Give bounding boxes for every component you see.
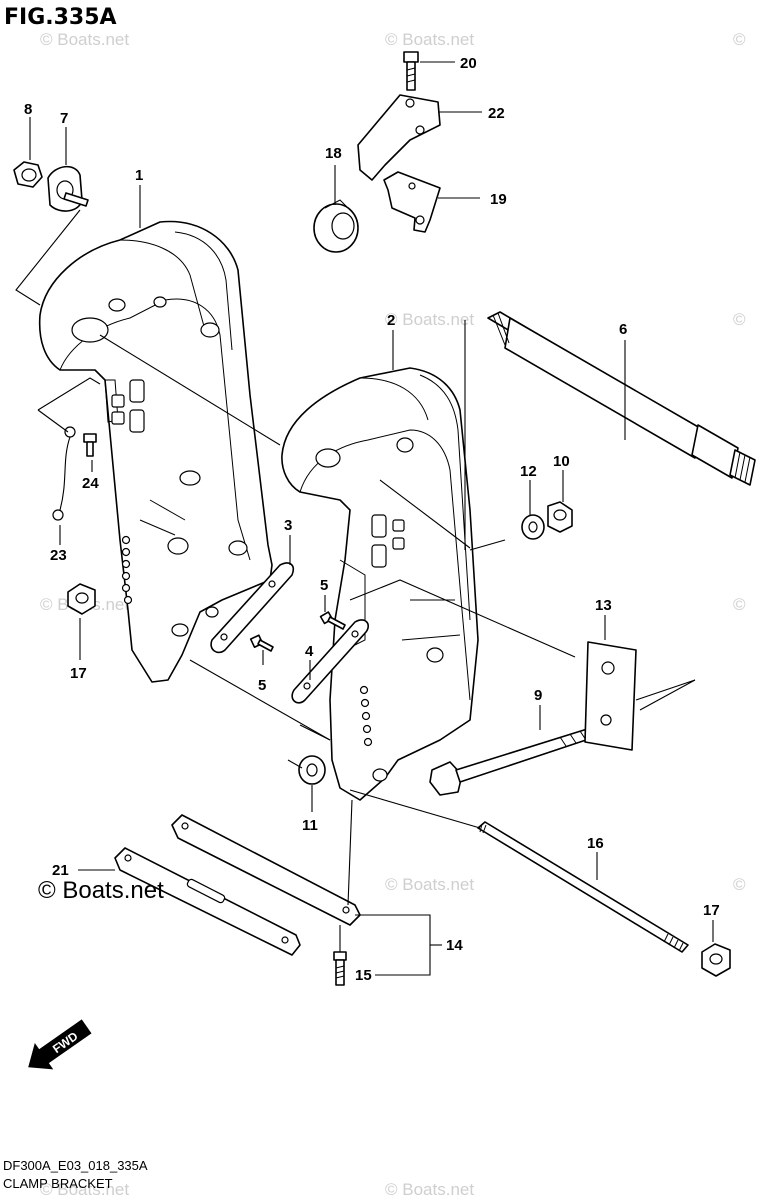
part-19-bracket [383,171,441,233]
part-9-bolt [429,724,605,796]
callout-5: 5 [320,577,328,594]
part-13-plate [584,641,637,751]
part-4-plate [291,619,370,704]
callout-14: 14 [446,937,463,954]
callout-3: 3 [284,517,292,534]
watermark-large: © Boats.net [38,877,164,904]
part-17-nut [701,943,731,977]
callout-17b: 17 [703,902,720,919]
callout-1: 1 [135,167,143,184]
part-20-bolt [403,51,419,91]
callout-21: 21 [52,862,69,879]
part-5-bolt [249,634,274,652]
part-3-plate [210,562,295,654]
callout-5b: 5 [258,677,266,694]
part-5-bolt [319,611,346,630]
part-12-washer [521,514,545,540]
part-24-screw [83,433,97,457]
callout-17: 17 [70,665,87,682]
callout-12: 12 [520,463,537,480]
watermark: © Boats.net [385,310,474,329]
watermark: © Boats.net [40,30,129,49]
callout-leaders [29,61,714,976]
callout-6: 6 [619,321,627,338]
callout-19: 19 [490,191,507,208]
part-6-tilt-tube [487,311,756,486]
callout-15: 15 [355,967,372,984]
part-15-bolt [333,951,347,986]
part-11-washer [298,755,326,785]
part-21-plate [114,847,301,956]
watermark-mark: © [733,875,746,894]
callout-18: 18 [325,145,342,162]
part-22-cover [357,94,441,181]
callout-9: 9 [534,687,542,704]
drawing-code: DF300A_E03_018_335A [3,1158,148,1173]
part-17-nut [67,583,96,615]
part-10-nut [547,501,573,533]
callout-10: 10 [553,453,570,470]
part-2-clamp-bracket [281,367,479,801]
watermark-mark: © [733,310,746,329]
callout-23: 23 [50,547,67,564]
part-8-nut [13,161,43,188]
caption: CLAMP BRACKET [3,1176,113,1191]
part-23-wire [52,426,76,521]
fwd-arrow-icon: FWD [28,1019,92,1070]
callout-16: 16 [587,835,604,852]
watermark-mark: © [733,30,746,49]
callout-24: 24 [82,475,99,492]
watermark: © Boats.net [385,1180,474,1199]
part-1-clamp-bracket [38,220,273,683]
callout-20: 20 [460,55,477,72]
callout-7: 7 [60,110,68,127]
part-16-shaft [477,821,689,953]
figure-title: FIG.335A [4,5,117,30]
leader-lines [15,209,696,952]
part-18-grommet [313,199,359,253]
callout-2: 2 [387,312,395,329]
watermark: © Boats.net [40,1180,129,1199]
watermark: © Boats.net [385,30,474,49]
callout-labels: 1 2 3 4 5 5 6 7 8 9 10 11 12 13 14 15 16… [24,55,720,984]
callout-11: 11 [302,817,318,834]
callout-8: 8 [24,101,32,118]
callout-13: 13 [595,597,612,614]
callout-22: 22 [488,105,505,122]
watermark-mark: © [733,595,746,614]
watermark: © Boats.net [385,875,474,894]
part-7-grommet [47,165,89,212]
callout-4: 4 [305,643,314,660]
